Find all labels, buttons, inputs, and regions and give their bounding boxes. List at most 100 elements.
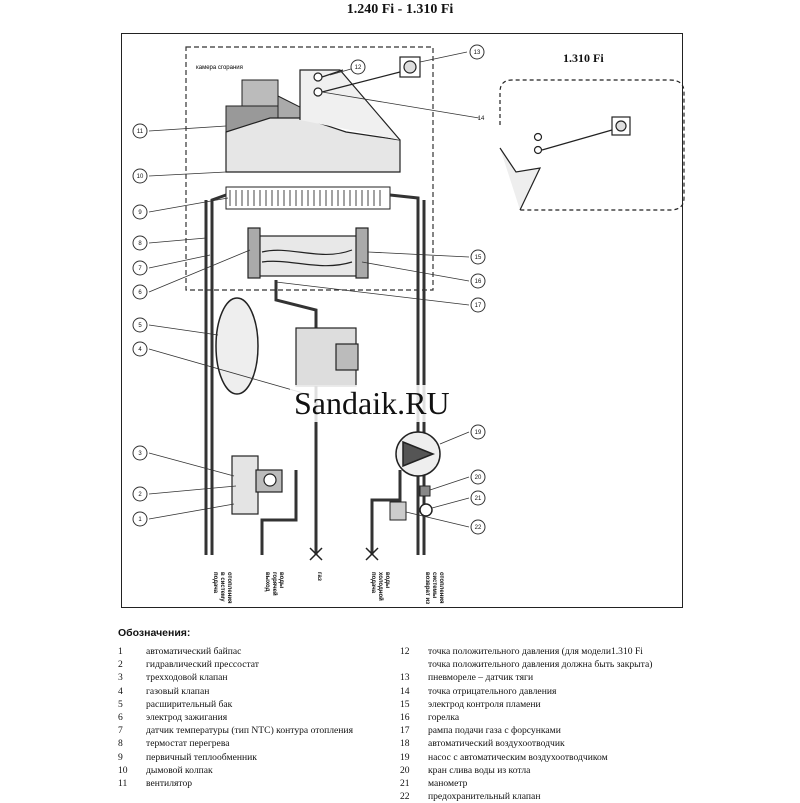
svg-text:подача: подача xyxy=(212,572,218,594)
callout-6: 6 xyxy=(132,284,148,300)
svg-text:горячей: горячей xyxy=(271,572,278,596)
smoke-hood xyxy=(225,69,401,173)
callout-3: 3 xyxy=(132,445,148,461)
combustion-chamber-box xyxy=(185,46,434,291)
diagram-title: 1.240 Fi - 1.310 Fi xyxy=(346,2,454,17)
svg-text:8: 8 xyxy=(138,241,142,247)
chamber-label: камера сгорания xyxy=(196,65,243,71)
gas-valve xyxy=(295,327,359,387)
svg-text:15: 15 xyxy=(475,255,482,261)
callout-12: 12 xyxy=(350,59,366,75)
callout-19: 19 xyxy=(470,424,486,440)
callout-21: 21 xyxy=(470,490,486,506)
three-way-valve xyxy=(231,455,283,515)
burner xyxy=(247,227,369,279)
callout-11: 11 xyxy=(132,123,148,139)
callout-4: 4 xyxy=(132,341,148,357)
svg-text:9: 9 xyxy=(138,210,142,216)
callout-22: 22 xyxy=(470,519,486,535)
callout-7: 7 xyxy=(132,260,148,276)
svg-text:подача: подача xyxy=(370,572,376,594)
callout-17: 17 xyxy=(470,297,486,313)
svg-text:20: 20 xyxy=(475,475,482,481)
svg-text:возврат из: возврат из xyxy=(424,572,430,604)
callout-1: 1 xyxy=(132,511,148,527)
svg-text:12: 12 xyxy=(355,65,362,71)
expansion-tank xyxy=(215,297,259,395)
conn-gas: газ xyxy=(316,572,322,581)
svg-text:воды: воды xyxy=(384,572,390,588)
primary-heat-exchanger xyxy=(225,186,391,210)
conn-heat-return: возврат из системы отопления xyxy=(424,572,444,604)
svg-text:11: 11 xyxy=(137,129,144,135)
callout-16: 16 xyxy=(470,273,486,289)
svg-text:выход: выход xyxy=(264,572,270,592)
svg-text:воды: воды xyxy=(278,572,284,588)
svg-text:14: 14 xyxy=(478,116,485,122)
callout-5: 5 xyxy=(132,317,148,333)
callout-14: 14 xyxy=(478,116,485,122)
cold-water-tap xyxy=(365,547,379,561)
inset-title: 1.310 Fi xyxy=(563,51,604,65)
air-pressure-switch xyxy=(313,56,421,97)
svg-text:22: 22 xyxy=(475,525,482,531)
callout-markers: 11 10 9 8 7 6 5 4 3 2 1 12 13 14 15 16 1… xyxy=(132,44,486,535)
svg-text:отопления: отопления xyxy=(438,572,444,604)
svg-text:в систему: в систему xyxy=(219,572,225,602)
conn-hot-water-out: выход горячей воды xyxy=(264,572,284,596)
callout-2: 2 xyxy=(132,486,148,502)
legend-title: Обозначения: xyxy=(118,627,191,639)
drain-tap xyxy=(419,485,431,497)
svg-text:10: 10 xyxy=(137,174,144,180)
gas-tap xyxy=(309,547,323,561)
callout-8: 8 xyxy=(132,235,148,251)
legend-item-continuation: точка положительного давления должна быт… xyxy=(428,659,653,671)
svg-text:21: 21 xyxy=(475,496,482,502)
callout-9: 9 xyxy=(132,204,148,220)
svg-text:16: 16 xyxy=(475,279,482,285)
diagram-frame xyxy=(121,33,683,608)
svg-text:отопления: отопления xyxy=(226,572,232,604)
conn-cold-water-in: подача холодной воды xyxy=(370,572,390,601)
svg-text:17: 17 xyxy=(475,303,482,309)
svg-text:13: 13 xyxy=(474,50,481,56)
svg-text:газ: газ xyxy=(316,572,322,581)
connection-labels: подача в систему отопления выход горячей… xyxy=(212,572,444,604)
callout-15: 15 xyxy=(470,249,486,265)
manometer xyxy=(419,503,433,517)
svg-text:1: 1 xyxy=(138,517,142,523)
svg-text:3: 3 xyxy=(138,451,142,457)
callout-20: 20 xyxy=(470,469,486,485)
conn-heat-supply: подача в систему отопления xyxy=(212,572,232,604)
svg-text:холодной: холодной xyxy=(377,572,384,601)
svg-text:2: 2 xyxy=(138,492,142,498)
safety-valve xyxy=(389,501,407,521)
inset-1310 xyxy=(499,79,685,211)
svg-text:системы: системы xyxy=(431,572,437,598)
pump xyxy=(395,431,441,477)
